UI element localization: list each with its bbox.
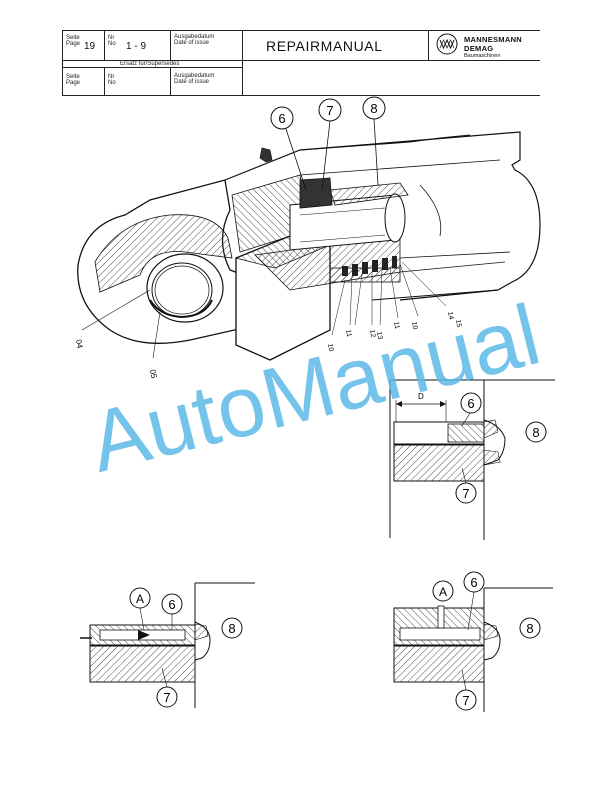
page-header: Seite Page 19 Nr No 1 - 9 Ausgabedatum D… bbox=[62, 30, 540, 96]
mannesmann-logo-icon bbox=[436, 33, 458, 55]
svg-text:12: 12 bbox=[368, 329, 376, 338]
section-number: 1 - 9 bbox=[126, 41, 147, 52]
no2-label: No bbox=[108, 80, 116, 86]
detail3-callout-a: A bbox=[439, 585, 447, 599]
seal-pack bbox=[329, 256, 401, 283]
callout-6-circle bbox=[270, 106, 294, 130]
no-label: No bbox=[108, 41, 116, 47]
svg-text:10: 10 bbox=[326, 343, 334, 352]
detail3-callout-6: 6 bbox=[470, 575, 477, 590]
svg-text:10: 10 bbox=[410, 321, 418, 330]
nr2-label: Nr bbox=[108, 74, 115, 80]
svg-text:13: 13 bbox=[375, 331, 383, 340]
brand-baumaschinen: Baumaschinen bbox=[464, 53, 501, 59]
cylinder-barrel-outline bbox=[224, 131, 541, 301]
detail1-callout-7: 7 bbox=[462, 486, 469, 501]
svg-text:11: 11 bbox=[344, 329, 352, 337]
issue-date2-label-de: Ausgabedatum bbox=[174, 73, 215, 79]
detail2-callout-a: A bbox=[136, 592, 144, 606]
seite-label: Seite bbox=[66, 35, 80, 41]
detail2-callout-7: 7 bbox=[163, 690, 170, 705]
page2-label: Page bbox=[66, 80, 81, 86]
svg-text:15: 15 bbox=[454, 319, 462, 328]
detail3-callout-8: 8 bbox=[526, 621, 533, 636]
grease-nipple-icon bbox=[259, 147, 273, 163]
issue-date2-label-en: Date of issue bbox=[174, 79, 210, 85]
supersedes-label: Ersatz fur/Supersedes bbox=[120, 61, 180, 67]
page-label: Page bbox=[66, 41, 81, 47]
detail-bottom-right: A 6 8 7 bbox=[393, 571, 553, 712]
detail-top-right: D 6 8 7 bbox=[389, 379, 555, 540]
seite2-label: Seite bbox=[66, 74, 80, 80]
brand-mannesmann: MANNESMANN bbox=[464, 35, 522, 44]
detail2-callout-6: 6 bbox=[168, 597, 175, 612]
detail3-callout-7: 7 bbox=[462, 693, 469, 708]
dimension-d: D bbox=[418, 392, 424, 401]
label-04: 04 bbox=[74, 339, 85, 350]
brand-demag: DEMAG bbox=[464, 44, 494, 53]
document-title: REPAIRMANUAL bbox=[266, 38, 383, 54]
svg-text:14: 14 bbox=[446, 311, 454, 320]
seal-labels: 10 11 12 13 11 10 14 15 bbox=[326, 261, 462, 352]
issue-date-label-de: Ausgabedatum bbox=[174, 34, 215, 40]
detail2-callout-8: 8 bbox=[228, 621, 235, 636]
callout-8: 8 bbox=[370, 101, 377, 116]
callout-7: 7 bbox=[326, 103, 333, 118]
issue-date-label-en: Date of issue bbox=[174, 40, 210, 46]
detail-bottom-left: A 6 8 7 bbox=[80, 582, 255, 708]
callout-6: 6 bbox=[278, 111, 285, 126]
page-number: 19 bbox=[84, 41, 96, 52]
nr-label: Nr bbox=[108, 35, 115, 41]
detail1-callout-8: 8 bbox=[532, 425, 539, 440]
label-05: 05 bbox=[148, 369, 159, 380]
svg-text:11: 11 bbox=[392, 321, 400, 329]
detail1-callout-6: 6 bbox=[467, 396, 474, 411]
